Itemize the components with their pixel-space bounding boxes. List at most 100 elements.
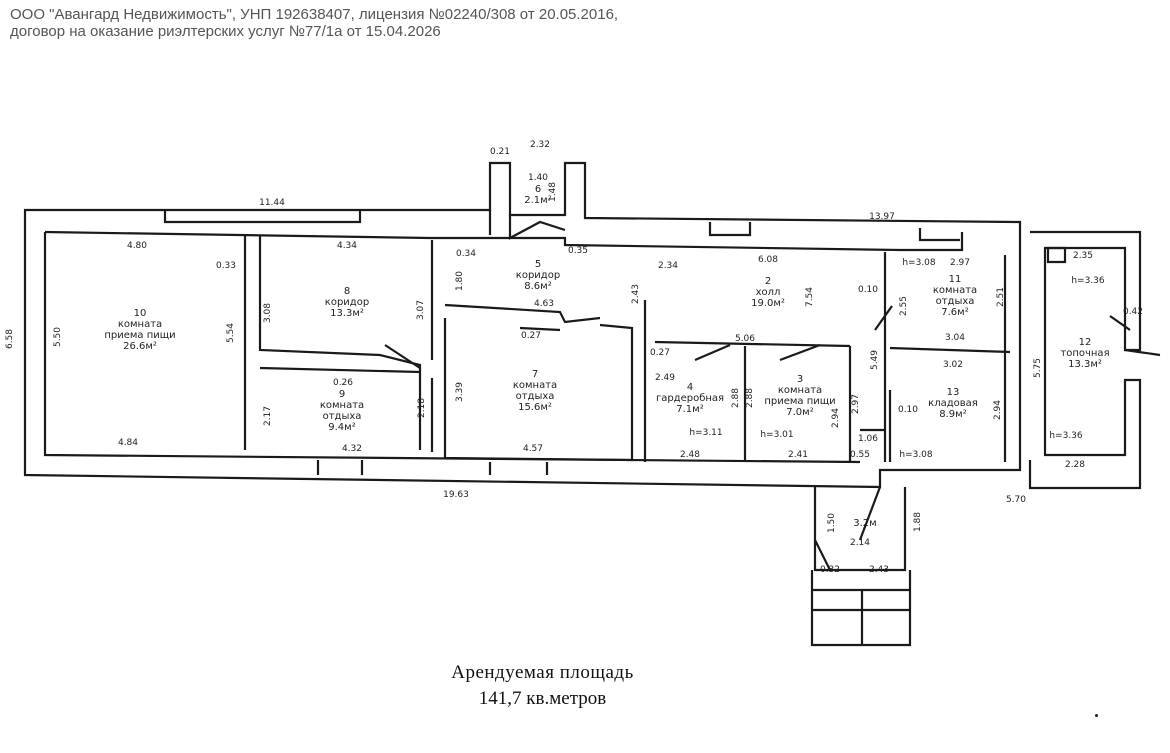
room-r3-line-2: приема пищи — [764, 396, 835, 407]
dimension-label-66: 2.43 — [869, 565, 889, 575]
dimension-label-35: 2.49 — [655, 373, 675, 383]
dimension-label-43: 3.39 — [455, 382, 465, 402]
scan-speck — [1095, 714, 1098, 717]
dimension-label-6: 4.80 — [127, 241, 147, 251]
dimension-label-32: 5.06 — [735, 334, 755, 344]
room-r9-line-3: 9.4м² — [328, 422, 355, 433]
dimension-label-25: 0.27 — [521, 331, 541, 341]
dimension-label-11: 2.34 — [658, 261, 678, 271]
room-r12-line-1: топочная — [1060, 348, 1109, 359]
dimension-label-2: 1.40 — [528, 173, 548, 183]
dimension-label-5: 13.97 — [869, 212, 895, 222]
dimension-label-39: 3.02 — [943, 360, 963, 370]
dimension-label-38: 5.49 — [870, 350, 880, 370]
room-r7-line-1: комната — [513, 380, 557, 391]
room-r4-line-0: 4 — [687, 382, 693, 393]
room-r11-line-3: 7.6м² — [941, 307, 968, 318]
dimension-label-50: 1.06 — [858, 434, 878, 444]
room-r8-line-2: 13.3м² — [330, 308, 364, 319]
header-line-2: договор на оказание риэлтерских услуг №7… — [10, 23, 441, 40]
dimension-label-34: 0.27 — [650, 348, 670, 358]
dimension-label-37: 2.88 — [745, 388, 755, 408]
room-r6-line-0: 6 — [535, 184, 541, 195]
dimension-label-10: 0.35 — [568, 246, 588, 256]
dimension-label-4: 11.44 — [259, 198, 285, 208]
dimension-label-3: 1.48 — [548, 182, 558, 202]
room-r5-line-2: 8.6м² — [524, 281, 551, 292]
room-r5-line-0: 5 — [535, 259, 541, 270]
room-r4-line-2: 7.1м² — [676, 404, 703, 415]
room-r7-line-3: 15.6м² — [518, 402, 552, 413]
dimension-label-51: h=3.36 — [1049, 431, 1083, 441]
dimension-label-33: 0.26 — [333, 378, 353, 388]
room-r6-line-1: 2.1м² — [524, 195, 551, 206]
dimension-label-28: 0.10 — [858, 285, 878, 295]
room-r9-line-0: 9 — [339, 389, 345, 400]
room-r8-line-0: 8 — [344, 286, 350, 297]
dimension-label-49: h=3.01 — [760, 430, 793, 440]
dimension-label-52: 4.84 — [118, 438, 138, 448]
room-r11-line-0: 11 — [949, 274, 962, 285]
dimension-label-23: 1.80 — [455, 271, 465, 291]
dimension-label-62: 1.50 — [827, 513, 837, 533]
room-r12-line-2: 13.3м² — [1068, 359, 1102, 370]
header: ООО "Авангард Недвижимость", УНП 1926384… — [10, 6, 618, 40]
room-r13-line-1: кладовая — [928, 398, 978, 409]
dimension-label-46: 2.94 — [993, 400, 1003, 420]
dimension-label-40: 5.75 — [1033, 358, 1043, 378]
dimension-label-16: h=3.36 — [1071, 276, 1105, 286]
dimension-label-14: 2.97 — [950, 258, 970, 268]
dimension-label-53: 4.32 — [342, 444, 362, 454]
dimension-label-15: 2.35 — [1073, 251, 1093, 261]
dimension-label-65: 0.32 — [820, 565, 840, 575]
room-r9-line-2: отдыха — [323, 411, 362, 422]
room-r4-line-1: гардеробная — [656, 393, 724, 404]
dimension-label-60: 19.63 — [443, 490, 469, 500]
dimension-label-0: 2.32 — [530, 140, 550, 150]
room-r7-line-2: отдыха — [516, 391, 555, 402]
dimension-label-29: 2.55 — [899, 296, 909, 316]
dimension-label-48: h=3.11 — [689, 428, 722, 438]
room-r13-line-0: 13 — [947, 387, 960, 398]
dimension-label-47: 0.10 — [898, 405, 918, 415]
dimension-label-13: h=3.08 — [902, 258, 936, 268]
dimension-label-30: 2.51 — [996, 287, 1006, 307]
dimension-label-7: 4.34 — [337, 241, 357, 251]
dimension-label-56: 2.41 — [788, 450, 808, 460]
room-r10-line-3: 26.6м² — [123, 341, 157, 352]
dimension-label-8: 0.33 — [216, 261, 236, 271]
dimension-label-61: 5.70 — [1006, 495, 1026, 505]
room-r7-line-0: 7 — [532, 369, 538, 380]
room-r11-line-2: отдыха — [936, 296, 975, 307]
dimension-label-31: 3.04 — [945, 333, 965, 343]
dimension-label-18: 6.58 — [5, 329, 15, 349]
dimension-label-54: 4.57 — [523, 444, 543, 454]
room-r11-line-1: комната — [933, 285, 977, 296]
dimension-label-45: 2.94 — [831, 408, 841, 428]
header-line-1: ООО "Авангард Недвижимость", УНП 1926384… — [10, 6, 619, 23]
dimension-label-12: 6.08 — [758, 255, 778, 265]
dimension-label-24: 4.63 — [534, 299, 554, 309]
room-r10-line-0: 10 — [134, 308, 147, 319]
room-r10-line-1: комната — [118, 319, 162, 330]
room-r2-line-2: 19.0м² — [751, 298, 785, 309]
room-r3-line-0: 3 — [797, 374, 803, 385]
room-r10-line-2: приема пищи — [104, 330, 175, 341]
dimension-label-58: h=3.08 — [899, 450, 933, 460]
dimension-label-57: 0.55 — [850, 450, 870, 460]
walls — [23, 161, 1161, 647]
dimension-label-22: 3.07 — [416, 300, 426, 320]
dimension-label-42: 2.18 — [417, 398, 427, 418]
dimension-label-44: 2.97 — [851, 394, 861, 414]
room-r1-line-0: 3.2м — [853, 518, 876, 529]
room-r2-line-1: холл — [756, 287, 781, 298]
dimension-label-9: 0.34 — [456, 249, 476, 259]
dimension-label-26: 2.43 — [631, 284, 641, 304]
dimension-label-41: 2.17 — [263, 406, 273, 426]
dimension-label-1: 0.21 — [490, 147, 510, 157]
dimension-label-17: 0.42 — [1123, 307, 1143, 317]
dimension-label-63: 2.14 — [850, 538, 870, 548]
room-r12-line-0: 12 — [1079, 337, 1092, 348]
